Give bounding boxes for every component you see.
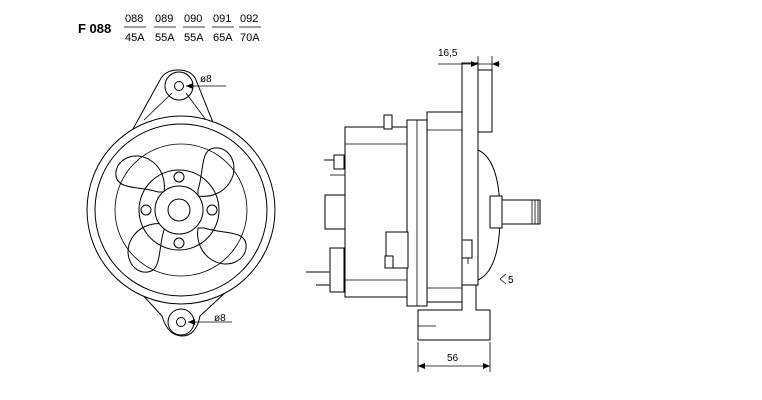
- shaft-end: [167, 198, 191, 222]
- shaft-collar: [489, 195, 503, 229]
- variant-number: 092: [240, 13, 258, 25]
- hub-bolt: [173, 237, 185, 249]
- variant-number: 090: [184, 13, 202, 25]
- variant-number: 088: [125, 13, 143, 25]
- hub-bolt: [206, 204, 218, 216]
- flange-stud: [461, 239, 473, 259]
- top-hole-diameter-label: ø8: [200, 74, 212, 85]
- variant-current: 70A: [240, 32, 260, 44]
- hub-ring: [138, 169, 220, 251]
- housing-inner-ring: [94, 123, 268, 297]
- hub-bolt: [140, 204, 152, 216]
- terminal: [333, 154, 345, 170]
- fan-ring: [114, 143, 248, 277]
- variant-090: 090 55A: [183, 13, 205, 44]
- variant-current: 65A: [213, 32, 233, 44]
- offset-leader: [499, 278, 507, 285]
- lug-rib: [185, 92, 207, 121]
- regulator-block: [329, 247, 345, 293]
- variant-092: 092 70A: [239, 13, 261, 44]
- front-housing: [426, 111, 463, 303]
- fan-blade: [197, 147, 235, 197]
- variant-current: 55A: [184, 32, 204, 44]
- variant-number: 089: [155, 13, 173, 25]
- bottom-hole-diameter-label: ø8: [214, 313, 226, 324]
- side-view: 16,5 5 56: [306, 48, 541, 372]
- hub-bolt: [173, 171, 185, 183]
- fan-blade: [127, 223, 165, 273]
- variant-088: 088 45A: [124, 13, 146, 44]
- dimension-arrowhead: [471, 61, 478, 67]
- variant-number: 091: [213, 13, 231, 25]
- part-code: F 088: [78, 21, 111, 36]
- leader-arrowhead: [188, 319, 195, 325]
- header: F 088 088 45A 089 55A 090 55A 091 65A 09…: [78, 13, 261, 44]
- fan-blade: [115, 155, 165, 193]
- variant-current: 55A: [155, 32, 175, 44]
- variant-089: 089 55A: [154, 13, 176, 44]
- pulley-hub: [154, 185, 204, 235]
- leader-arrowhead: [186, 83, 193, 89]
- front-view: ø8 ø8: [86, 69, 276, 337]
- fan-blade: [197, 227, 247, 265]
- rear-cap: [324, 194, 346, 230]
- through-bolt: [384, 255, 394, 269]
- variant-091: 091 65A: [212, 13, 234, 44]
- dimension-arrowhead: [418, 363, 425, 369]
- bottom-mounting-hole: [176, 317, 186, 327]
- dimension-arrowhead: [483, 363, 490, 369]
- top-mounting-hole: [174, 81, 184, 91]
- base-width-label: 56: [447, 353, 459, 364]
- lug-rib: [143, 92, 173, 121]
- flange-width-label: 16,5: [438, 48, 458, 59]
- dimension-arrowhead: [492, 61, 499, 67]
- offset-label: 5: [508, 275, 514, 286]
- shaft: [499, 199, 541, 225]
- fan-blades: [115, 147, 247, 273]
- variant-current: 45A: [125, 32, 145, 44]
- through-bolt: [383, 114, 393, 130]
- rear-housing: [344, 126, 408, 298]
- flange-boss: [477, 69, 493, 133]
- offset-leader: [499, 273, 507, 280]
